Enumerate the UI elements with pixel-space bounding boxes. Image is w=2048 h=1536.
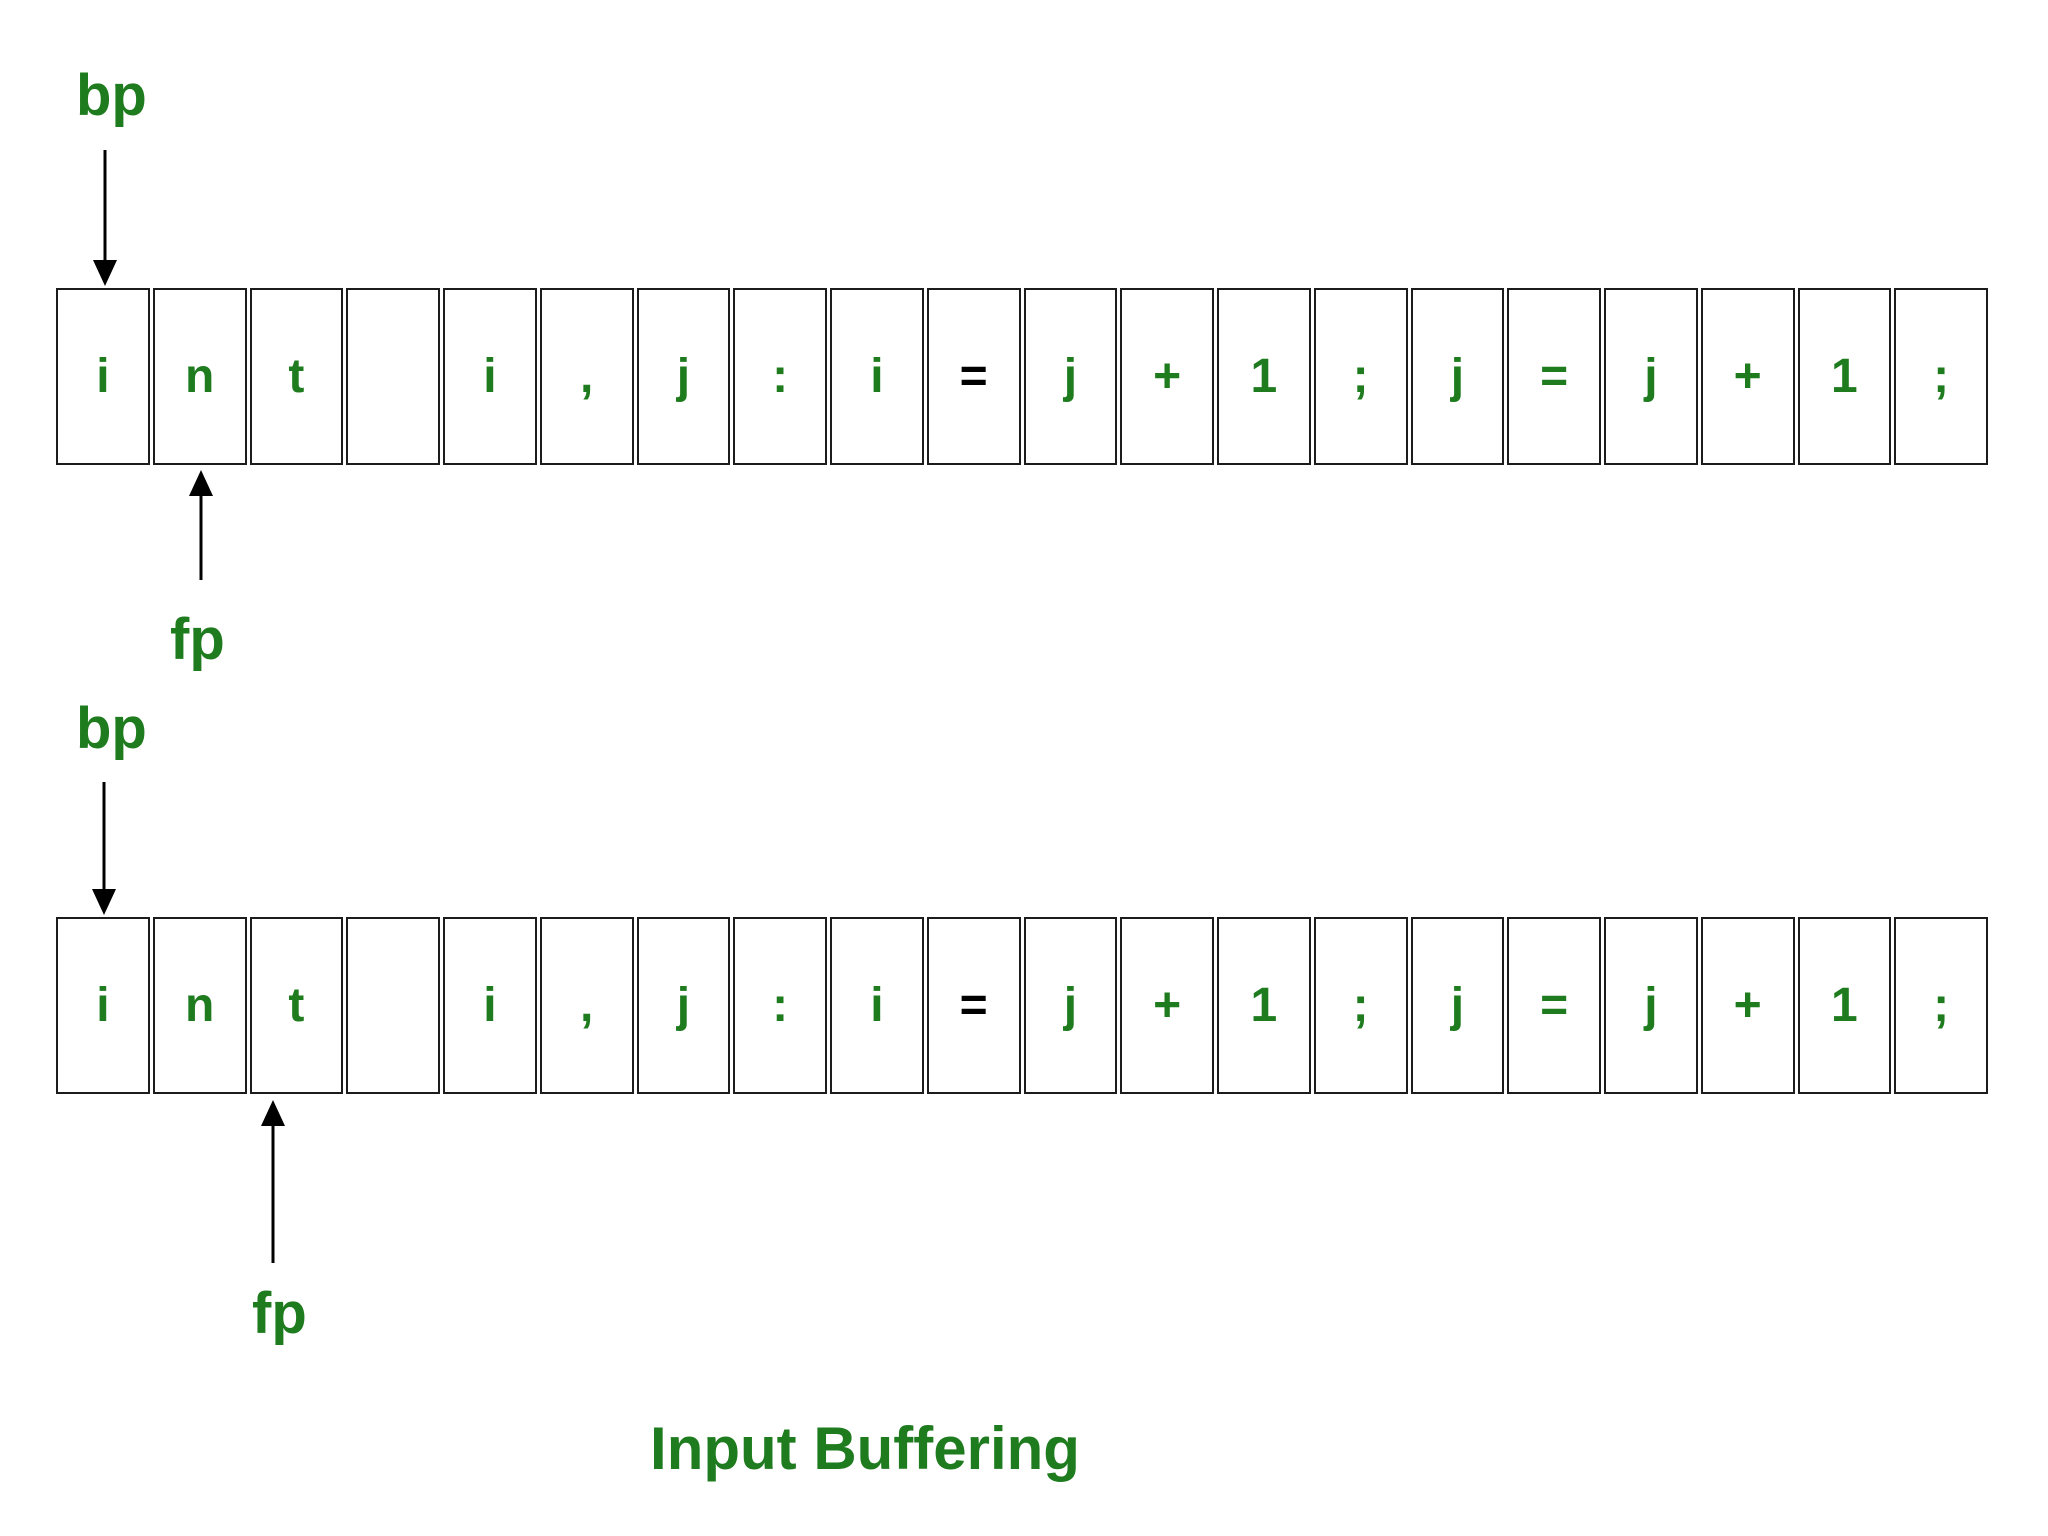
bp-pointer-label-buffer1: bp — [76, 63, 147, 128]
buffer-cell: n — [152, 917, 247, 1094]
buffer-cell: j — [636, 917, 731, 1094]
buffer-cell: j — [636, 288, 731, 465]
buffer-cell: + — [1120, 288, 1214, 465]
buffer-cell: 1 — [1797, 917, 1892, 1094]
buffer-cell: i — [830, 917, 924, 1094]
buffer-cell: 1 — [1797, 288, 1892, 465]
buffer-cell: = — [1507, 288, 1601, 465]
buffer-cell: j — [1023, 917, 1118, 1094]
buffer-cell: + — [1120, 917, 1214, 1094]
arrow-shaft — [199, 488, 203, 580]
buffer-cell: , — [539, 288, 634, 465]
buffer-cell: i — [56, 288, 150, 465]
diagram-title: Input Buffering — [650, 1415, 1080, 1482]
bp-arrow-down-icon — [91, 782, 117, 915]
buffer-cell: j — [1410, 288, 1505, 465]
buffer-cell: i — [830, 288, 924, 465]
buffer-cell: t — [249, 917, 344, 1094]
buffer-cell: ; — [1313, 288, 1408, 465]
buffer-cell: = — [1507, 917, 1601, 1094]
bp-pointer-label-buffer2: bp — [76, 696, 147, 761]
arrow-shaft — [271, 1118, 275, 1263]
buffer-cell: n — [152, 288, 247, 465]
arrow-head — [93, 260, 117, 286]
arrow-head — [189, 470, 213, 496]
buffer-cell: 1 — [1217, 288, 1311, 465]
buffer-cell: + — [1700, 288, 1795, 465]
buffer-cell: ; — [1313, 917, 1408, 1094]
buffer-cell: : — [733, 288, 827, 465]
buffer-cell: ; — [1894, 288, 1988, 465]
buffer-cell: j — [1023, 288, 1118, 465]
buffer-cell: t — [249, 288, 344, 465]
arrow-shaft — [102, 782, 106, 897]
buffer-cell: j — [1604, 917, 1698, 1094]
buffer-cell: i — [56, 917, 150, 1094]
arrow-shaft — [103, 150, 107, 268]
fp-arrow-up-icon — [260, 1100, 286, 1263]
buffer-cell: j — [1604, 288, 1698, 465]
buffer-cell — [346, 288, 440, 465]
buffer-cell: i — [443, 288, 537, 465]
bp-arrow-down-icon — [92, 150, 118, 286]
arrow-head — [261, 1100, 285, 1126]
fp-pointer-label-buffer2: fp — [252, 1281, 307, 1346]
buffer-cell: , — [539, 917, 634, 1094]
buffer-cell: : — [733, 917, 827, 1094]
buffer-cell: j — [1410, 917, 1505, 1094]
buffer-cell — [346, 917, 440, 1094]
buffer-cell: ; — [1894, 917, 1988, 1094]
buffer-cell: i — [443, 917, 537, 1094]
buffer-cell: 1 — [1217, 917, 1311, 1094]
arrow-head — [92, 889, 116, 915]
buffer-cell: + — [1700, 917, 1795, 1094]
fp-arrow-up-icon — [188, 470, 214, 580]
fp-pointer-label-buffer1: fp — [170, 607, 225, 672]
buffer-cell: = — [926, 288, 1021, 465]
buffer-cell: = — [926, 917, 1021, 1094]
